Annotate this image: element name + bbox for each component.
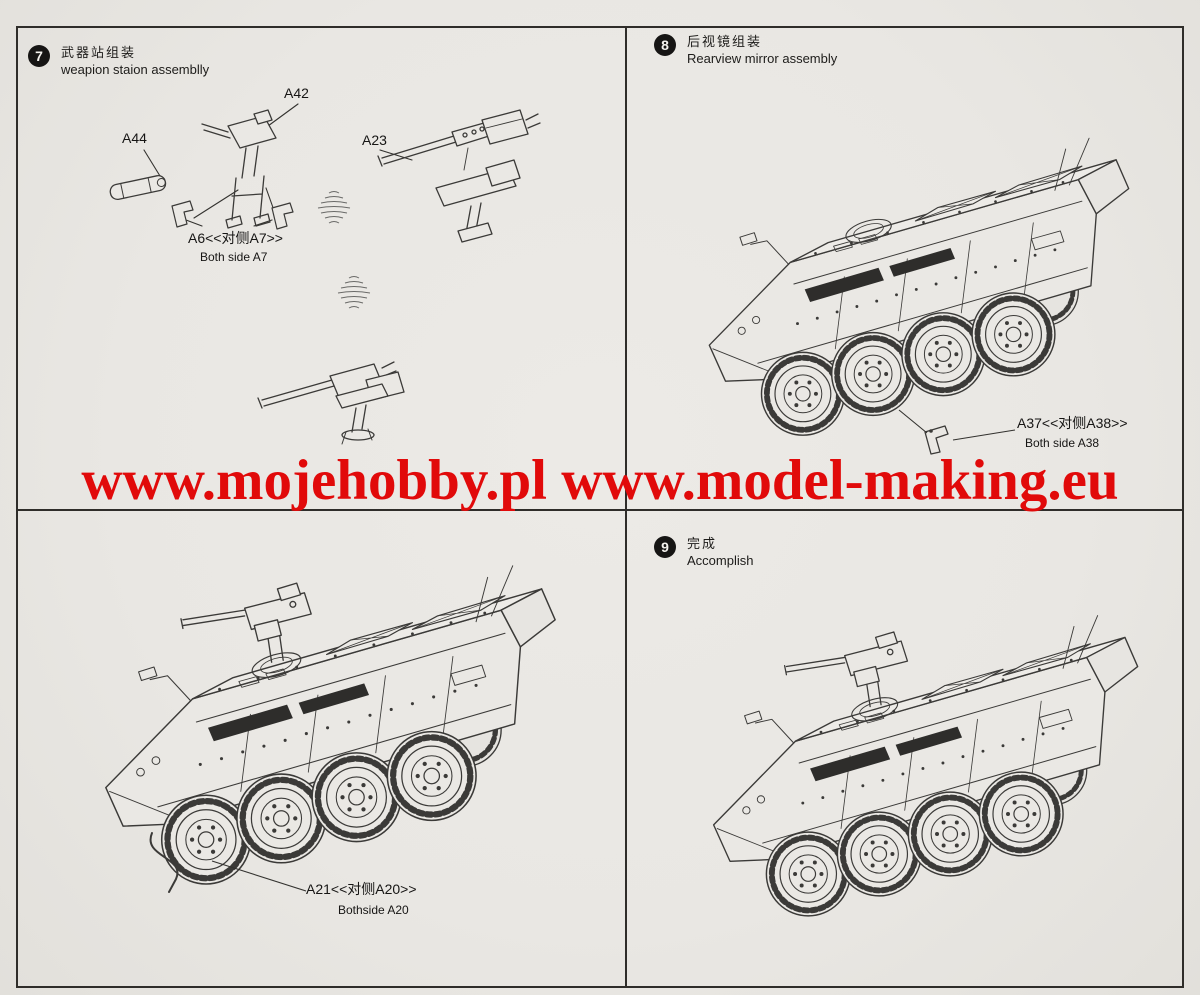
mirror-part-art (924, 425, 949, 455)
part-label-a21: A21<<对侧A20>> (306, 881, 417, 897)
part-a23-gun-art (377, 109, 541, 243)
step7-title-cn: 武器站组装 (61, 45, 137, 60)
watermark: www.mojehobby.pl www.model-making.eu (81, 449, 1119, 512)
part-a44-art (109, 175, 167, 201)
part-label-a42: A42 (284, 85, 309, 101)
leader-line (211, 860, 307, 892)
step8-number-badge: 8 (654, 34, 676, 56)
part-label-a6-sub: Both side A7 (200, 250, 268, 264)
sheet-frame (16, 26, 1184, 988)
step9-vehicle-diagram (627, 511, 1184, 988)
step8-title-cn: 后视镜组装 (687, 34, 763, 49)
step7-panel: 7 武器站组装 weapion staion assemblly A42 A44… (16, 28, 625, 509)
step9-title-cn: 完成 (687, 536, 718, 551)
step8-titles: 后视镜组装 Rearview mirror assembly (687, 34, 837, 66)
step9-title-en: Accomplish (687, 553, 754, 568)
weapon-station-art (180, 582, 312, 663)
step9-number-badge: 9 (654, 536, 676, 558)
step9-panel: 9 完成 Accomplish (627, 511, 1184, 988)
step9-titles: 完成 Accomplish (687, 536, 753, 568)
step8-header: 8 后视镜组装 Rearview mirror assembly (654, 34, 837, 66)
step9-header: 9 完成 Accomplish (654, 536, 753, 568)
leader-lines (143, 103, 413, 227)
step7-title-en: weapion staion assemblly (61, 62, 210, 77)
part-label-a44: A44 (122, 130, 147, 146)
vehicle-art (709, 138, 1128, 435)
part-label-a6: A6<<对侧A7>> (188, 230, 283, 246)
part-label-a37-sub: Both side A38 (1025, 436, 1100, 450)
compression-mark-icon (317, 191, 351, 224)
compression-mark-icon (337, 276, 371, 309)
part-label-a21-sub: Bothside A20 (338, 903, 409, 917)
leader-line (898, 409, 1016, 441)
step7-vehicle-diagram (16, 511, 625, 893)
vehicle-art (106, 566, 555, 884)
part-a6-brackets-art (171, 200, 294, 230)
assembled-weapon-station-art (257, 361, 405, 445)
vehicle-art (714, 616, 1138, 916)
step7-titles: 武器站组装 weapion staion assemblly (61, 45, 209, 77)
step7-number-badge: 7 (28, 45, 50, 67)
row-divider (16, 509, 1184, 511)
step7-vehicle-panel: A21<<对侧A20>> Bothside A20 (16, 511, 625, 988)
tow-cable-art (149, 832, 179, 893)
part-label-a37: A37<<对侧A38>> (1017, 415, 1128, 431)
part-label-a23: A23 (362, 132, 387, 148)
part-a42-art (201, 109, 277, 229)
step8-title-en: Rearview mirror assembly (687, 51, 838, 66)
step8-panel: 8 后视镜组装 Rearview mirror assembly A37<<对侧… (627, 28, 1184, 509)
weapon-station-art (783, 631, 909, 708)
step7-parts-diagram (109, 103, 541, 445)
column-divider (625, 26, 627, 988)
step8-vehicle-diagram (627, 28, 1184, 455)
step7-header: 7 武器站组装 weapion staion assemblly (28, 45, 209, 77)
